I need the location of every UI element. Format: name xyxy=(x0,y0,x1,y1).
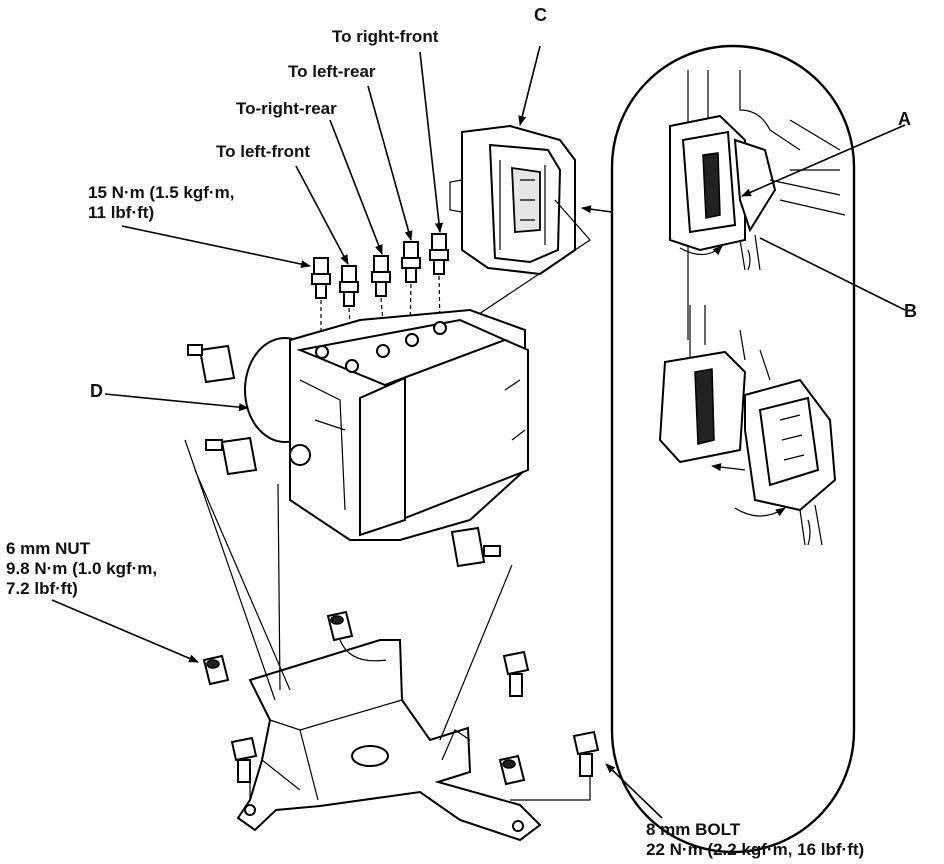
label-to-left-rear: To left-rear xyxy=(288,62,376,81)
callout-a-leader xyxy=(741,124,906,197)
bolt-lower-left xyxy=(230,736,258,783)
nut-left xyxy=(202,654,230,686)
label-to-right-rear: To-right-rear xyxy=(236,99,337,118)
label-to-left-front: To left-front xyxy=(216,142,311,161)
right-rear-leader xyxy=(329,119,383,255)
connector-locked-illustration xyxy=(669,70,846,340)
fitting-right-rear xyxy=(371,255,391,297)
fitting-right-front xyxy=(429,233,449,275)
bolt-upper-right xyxy=(502,650,530,697)
callout-b-leader xyxy=(759,237,906,311)
connector-unlocked-illustration xyxy=(658,305,837,546)
label-torque-pipe-line2: 11 lbf·ft) xyxy=(88,203,155,222)
brake-line-fittings xyxy=(311,233,449,361)
nut-leader xyxy=(51,599,199,663)
mount-bushing-upper-left xyxy=(187,344,236,384)
label-bolt-size: 8 mm BOLT xyxy=(646,820,741,839)
label-nut-torque-lbf: 7.2 lbf·ft) xyxy=(6,579,78,598)
left-rear-leader xyxy=(367,85,413,241)
control-unit-c xyxy=(449,45,591,321)
fitting-left-front-b xyxy=(339,265,359,307)
callout-b: B xyxy=(904,301,917,321)
label-nut-torque: 9.8 N·m (1.0 kgf·m, xyxy=(6,559,158,578)
callout-a: A xyxy=(898,109,911,129)
label-torque-pipe-line1: 15 N·m (1.5 kgf·m, xyxy=(88,183,235,202)
fitting-left-front-a xyxy=(311,257,331,299)
nut-right xyxy=(498,754,526,786)
callout-d: D xyxy=(90,381,103,401)
connector-detail-inset xyxy=(581,44,856,854)
callout-c-leader xyxy=(518,45,541,126)
modulator-unit-d xyxy=(104,308,529,568)
left-front-leader xyxy=(295,165,349,265)
callout-d-leader xyxy=(104,393,249,412)
label-to-right-front: To right-front xyxy=(332,27,439,46)
bolt-lower-right xyxy=(572,730,600,777)
label-nut-size: 6 mm NUT xyxy=(6,539,91,558)
nut-upper xyxy=(326,610,354,642)
mount-bushing-lower-left xyxy=(205,436,258,476)
mount-bushing-lower-right xyxy=(450,526,501,568)
torque-pipe-leader xyxy=(121,225,311,269)
callout-c: C xyxy=(534,5,547,25)
bolt-leader xyxy=(605,763,663,819)
right-front-leader xyxy=(419,51,443,233)
mounting-bracket xyxy=(236,639,542,842)
label-bolt-torque: 22 N·m (2.2 kgf·m, 16 lbf·ft) xyxy=(646,840,865,859)
fitting-left-rear xyxy=(401,241,421,283)
